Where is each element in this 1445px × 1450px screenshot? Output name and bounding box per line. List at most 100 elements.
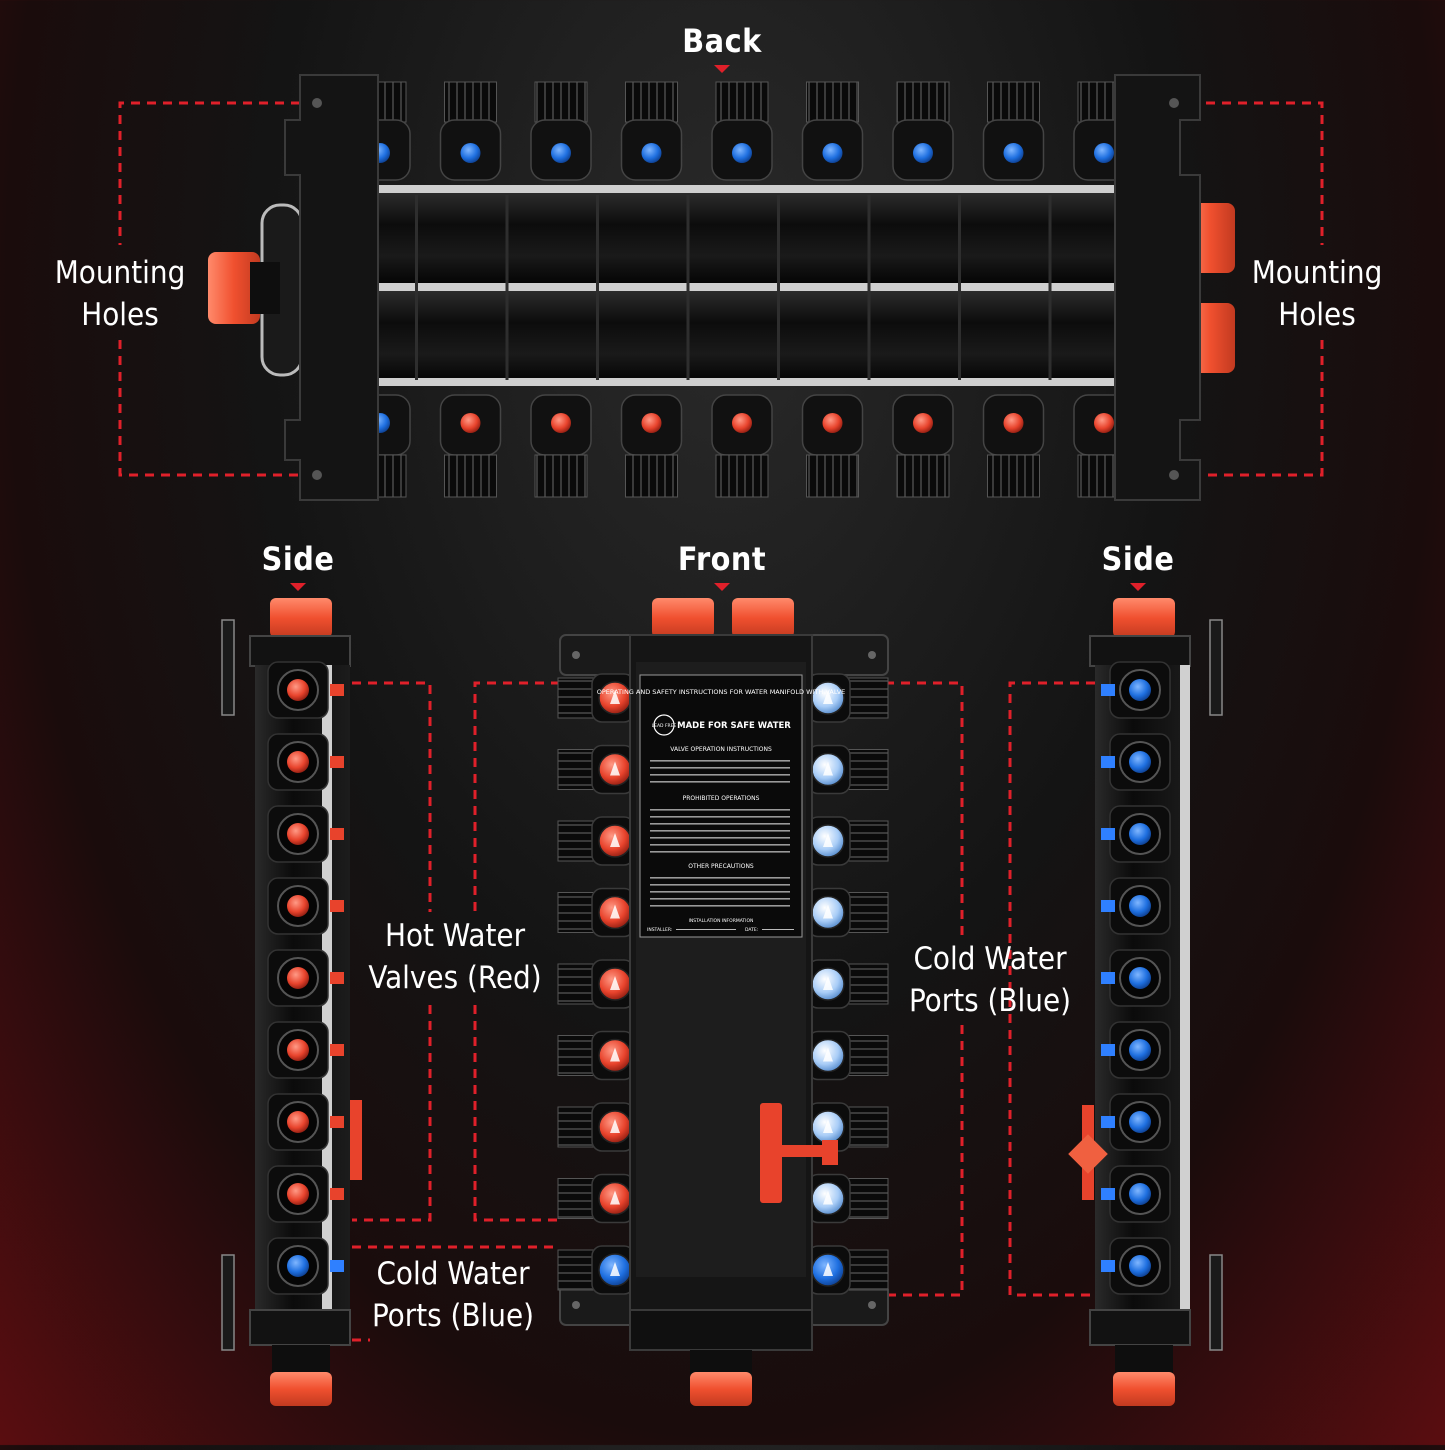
fine-print-line xyxy=(650,837,790,839)
cold-port-icon xyxy=(1129,823,1151,845)
label-safe-water: MADE FOR SAFE WATER xyxy=(677,721,791,731)
arrow-icon xyxy=(610,904,620,919)
front-top-fitting-right xyxy=(732,598,794,638)
side-stub xyxy=(1101,972,1115,984)
pipe-seam xyxy=(867,195,871,380)
front-marker-icon xyxy=(714,583,730,591)
side-right-valves xyxy=(1101,661,1171,1295)
arrow-icon xyxy=(610,761,620,776)
cold-port-icon xyxy=(1129,1255,1151,1277)
mounting-hole xyxy=(312,470,322,480)
signature-line xyxy=(762,929,794,930)
callout-hot-water-valves: Hot Water Valves (Red) xyxy=(368,918,542,996)
back-top-port xyxy=(806,81,859,123)
cold-port-icon xyxy=(1129,679,1151,701)
side-stub xyxy=(330,1188,344,1200)
callout-cold-water-ports-left: Cold Water Ports (Blue) xyxy=(371,1256,535,1334)
back-top-port xyxy=(625,81,678,123)
back-pipe-bottom xyxy=(370,291,1120,381)
back-right-bracket xyxy=(1114,74,1201,501)
cold-port-icon xyxy=(641,143,662,163)
side-left-top-cap xyxy=(249,635,351,667)
side-right-bottom-cap xyxy=(1089,1309,1191,1346)
side-left-drain-handle xyxy=(350,1100,362,1180)
pipe-seam xyxy=(777,195,780,380)
callout-mounting-holes-left: Mounting Holes xyxy=(54,255,186,333)
right-side-view xyxy=(1008,583,1223,1406)
back-top-port xyxy=(896,81,950,123)
side-stub xyxy=(1101,828,1115,840)
mounting-hole xyxy=(1169,470,1179,480)
hot-valve-icon xyxy=(287,823,309,845)
callout-cold-water-ports-right: Cold Water Ports (Blue) xyxy=(908,941,1072,1019)
back-bottom-port xyxy=(444,454,497,498)
front-threaded-port xyxy=(847,963,889,1005)
pipe-seam xyxy=(596,195,599,380)
pipe-seam xyxy=(415,195,418,380)
arrow-icon xyxy=(823,761,833,776)
hot-valve-icon xyxy=(287,1039,309,1061)
label-section-valve-ops: VALVE OPERATION INSTRUCTIONS xyxy=(670,746,772,753)
front-bottom-fitting xyxy=(690,1372,752,1406)
side-stub xyxy=(330,756,344,768)
back-marker-icon xyxy=(714,65,730,73)
hot-valve-icon xyxy=(287,895,309,917)
side-right-marker-icon xyxy=(1130,583,1146,591)
arrow-icon xyxy=(610,1119,620,1133)
fine-print-line xyxy=(650,851,790,853)
arrow-icon xyxy=(823,1047,833,1062)
view-title-back: Back xyxy=(682,22,762,60)
label-section-installation: INSTALLATION INFORMATION xyxy=(689,918,754,924)
back-pipe-top xyxy=(370,193,1120,283)
side-right-top-fitting xyxy=(1113,598,1175,638)
cold-port-icon xyxy=(1129,1039,1151,1061)
side-left-bottom-nut xyxy=(272,1345,330,1375)
side-right-bottom-fitting xyxy=(1113,1372,1175,1406)
back-top-port xyxy=(534,81,588,123)
cold-port-icon xyxy=(913,143,933,163)
cold-port-icon xyxy=(822,143,843,163)
arrow-icon xyxy=(823,904,833,919)
cold-port-icon xyxy=(1129,1183,1151,1205)
side-stub xyxy=(330,684,344,696)
side-left-bottom-fitting xyxy=(270,1372,332,1406)
arrow-icon xyxy=(823,1190,833,1205)
arrow-icon xyxy=(823,1119,833,1133)
front-threaded-port xyxy=(847,820,889,862)
cold-port-icon xyxy=(551,143,571,163)
front-cold-valves xyxy=(807,673,889,1295)
side-stub xyxy=(1101,900,1115,912)
pipe-seam xyxy=(958,195,961,380)
side-right-top-cap xyxy=(1089,635,1191,667)
side-stub xyxy=(330,1260,344,1272)
view-title-side-left: Side xyxy=(261,540,335,578)
label-installer: INSTALLER: xyxy=(647,927,672,933)
back-left-inlet-nut xyxy=(250,262,280,314)
back-top-port xyxy=(444,81,497,123)
back-top-port xyxy=(987,81,1040,123)
side-right-bracket-bottom xyxy=(1209,1254,1223,1351)
side-right-bracket-top xyxy=(1209,619,1223,716)
back-bottom-port xyxy=(896,454,950,498)
fine-print-line xyxy=(650,823,790,825)
cold-port-icon xyxy=(1129,967,1151,989)
side-left-bottom-cap xyxy=(249,1309,351,1346)
front-callout-lines xyxy=(473,681,964,1297)
view-title-front: Front xyxy=(677,540,767,578)
cold-port-icon xyxy=(1094,143,1114,163)
hot-valve-icon xyxy=(287,751,309,773)
cold-port-icon xyxy=(1129,751,1151,773)
fine-print-line xyxy=(650,884,790,886)
front-threaded-port xyxy=(847,1249,889,1291)
pipe-highlight xyxy=(375,283,1115,293)
front-threaded-port xyxy=(847,749,889,790)
side-left-bracket-top xyxy=(221,619,235,716)
fine-print-line xyxy=(650,844,790,846)
side-stub xyxy=(330,1044,344,1056)
back-left-inlet-fitting xyxy=(208,252,260,324)
front-threaded-port xyxy=(847,677,889,719)
label-section-precautions: OTHER PRECAUTIONS xyxy=(688,863,754,870)
arrow-icon xyxy=(823,1262,833,1276)
arrow-icon xyxy=(823,833,833,847)
